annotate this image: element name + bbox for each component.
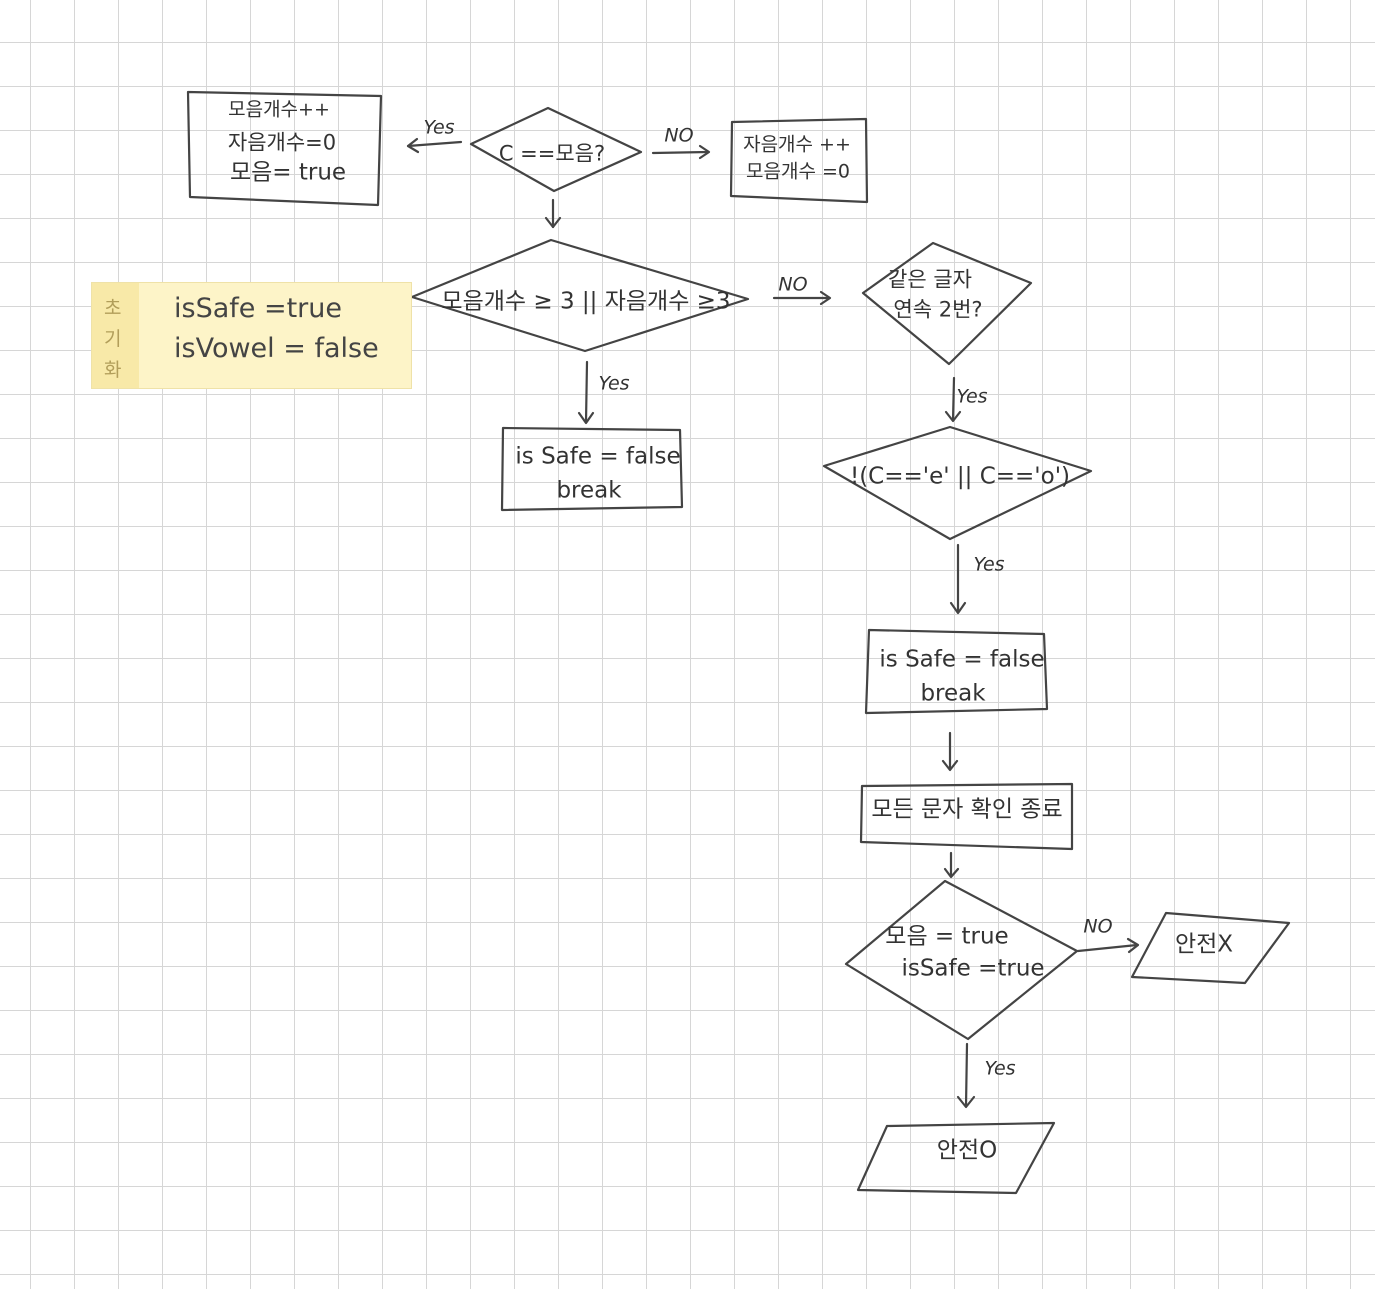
unsafe-box-2-line-1: is Safe = false bbox=[879, 646, 1045, 673]
all-checked-box-shape bbox=[859, 782, 1074, 851]
label-yes-2: Yes bbox=[598, 372, 630, 395]
unsafe-box-1-line-1: is Safe = false bbox=[515, 443, 681, 470]
arrow-to-ee-oo-check bbox=[944, 376, 962, 423]
arrow-to-not-safe bbox=[1076, 937, 1140, 954]
safe-text: 안전O bbox=[936, 1137, 998, 1164]
consonant-box-line-1: 자음개수 ++ bbox=[743, 133, 851, 156]
vowel-box-line-2: 자음개수=0 bbox=[227, 130, 337, 155]
label-yes-1: Yes bbox=[423, 116, 455, 139]
all-checked-text: 모든 문자 확인 종료 bbox=[871, 796, 1063, 823]
arrow-to-count-check bbox=[544, 198, 562, 229]
init-note: 초 기 화 isSafe =true isVowel = false bbox=[91, 282, 412, 389]
label-yes-4: Yes bbox=[973, 553, 1005, 576]
not-safe-parallelogram bbox=[1130, 911, 1291, 985]
init-note-char-3: 화 bbox=[104, 359, 122, 381]
init-note-sidebar: 초 기 화 bbox=[92, 283, 139, 388]
label-no-3: NO bbox=[1083, 915, 1113, 938]
label-yes-5: Yes bbox=[984, 1057, 1016, 1080]
not-safe-text: 안전X bbox=[1174, 931, 1234, 958]
count-check-diamond bbox=[410, 238, 750, 353]
init-note-char-1: 초 bbox=[104, 297, 122, 319]
init-note-line-2: isVowel = false bbox=[174, 333, 379, 364]
arrow-to-all-checked bbox=[941, 731, 959, 772]
label-no-1: NO bbox=[664, 124, 694, 147]
safe-parallelogram bbox=[856, 1121, 1056, 1195]
check-vowel-text: C ==모음? bbox=[498, 141, 606, 166]
unsafe-box-1-shape bbox=[500, 426, 684, 512]
final-check-line-1: 모음 = true bbox=[885, 923, 1009, 950]
arrow-to-final-check bbox=[943, 851, 960, 879]
arrow-to-consonant-box bbox=[651, 144, 711, 160]
check-vowel-diamond bbox=[469, 106, 643, 193]
consonant-box-shape bbox=[729, 117, 869, 204]
arrow-to-unsafe-box-1 bbox=[577, 360, 595, 425]
final-check-line-2: isSafe =true bbox=[901, 955, 1045, 982]
ee-oo-check-text: !(C=='e' || C=='o') bbox=[849, 463, 1071, 490]
arrow-to-safe bbox=[956, 1042, 976, 1109]
consonant-box-line-2: 모음개수 =0 bbox=[746, 160, 850, 183]
vowel-box-line-3: 모음= true bbox=[229, 159, 347, 186]
unsafe-box-2-line-2: break bbox=[920, 680, 986, 707]
arrow-to-same-letter bbox=[772, 290, 832, 306]
label-yes-3: Yes bbox=[956, 385, 988, 408]
init-note-line-1: isSafe =true bbox=[174, 293, 342, 324]
vowel-box-line-1: 모음개수++ bbox=[228, 98, 330, 121]
arrow-to-vowel-box bbox=[406, 137, 463, 154]
unsafe-box-1-line-2: break bbox=[556, 477, 622, 504]
label-no-2: NO bbox=[778, 273, 808, 296]
same-letter-diamond bbox=[861, 241, 1033, 366]
same-letter-line-2: 연속 2번? bbox=[893, 297, 983, 322]
ee-oo-check-diamond bbox=[822, 425, 1093, 541]
init-note-char-2: 기 bbox=[104, 328, 122, 350]
unsafe-box-2-shape bbox=[864, 628, 1049, 715]
arrow-to-unsafe-box-2 bbox=[949, 543, 967, 615]
count-check-text: 모음개수 ≥ 3 || 자음개수 ≥3 bbox=[441, 288, 731, 315]
same-letter-line-1: 같은 글자 bbox=[888, 267, 972, 292]
final-check-diamond bbox=[844, 879, 1079, 1041]
vowel-box-shape bbox=[186, 90, 383, 207]
